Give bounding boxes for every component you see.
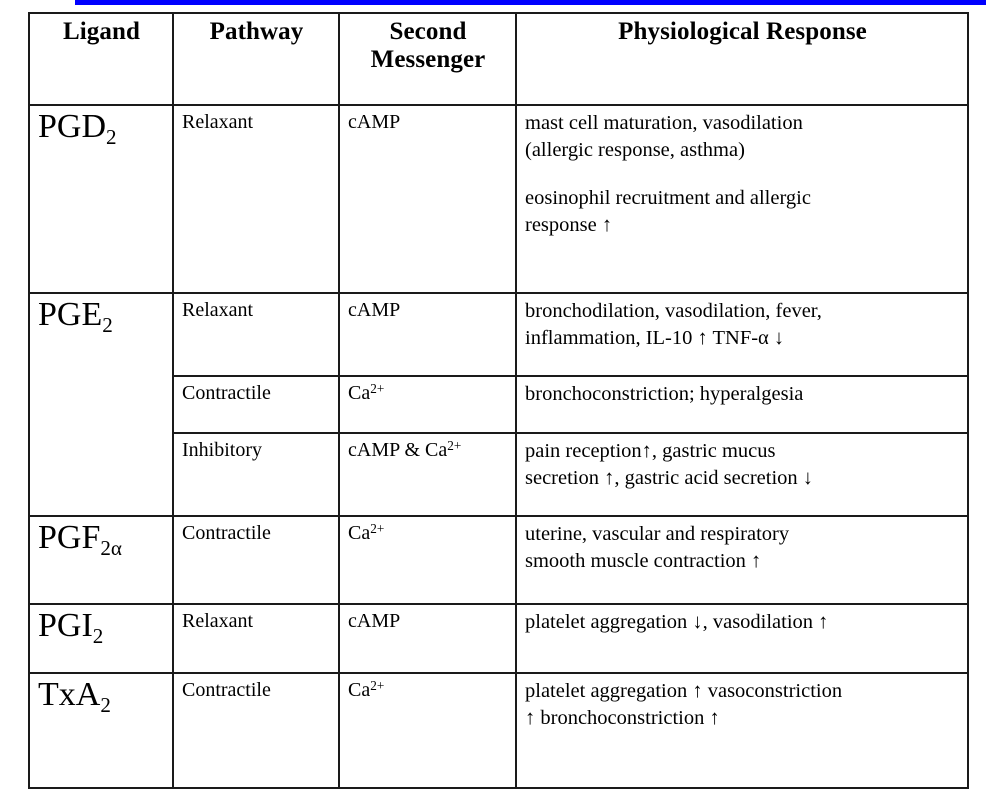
response-line: ↑ bronchoconstriction ↑	[525, 706, 720, 729]
messenger-superscript: 2+	[370, 678, 385, 693]
response-line: bronchodilation, vasodilation, fever,	[525, 300, 822, 322]
table-row: PGE2 Relaxant cAMP bronchodilation, vaso…	[28, 292, 969, 517]
response-cell: platelet aggregation ↑ vasoconstriction …	[515, 672, 969, 789]
messenger-name: cAMP	[348, 610, 401, 633]
response-cell: bronchoconstriction; hyperalgesia	[515, 375, 969, 434]
ligand-subscript: 2	[106, 124, 117, 149]
pathway-cell: Relaxant	[172, 603, 340, 674]
ligand-subscript: 2α	[100, 535, 122, 560]
ligand-name: PGF	[38, 519, 101, 556]
response-line: secretion ↑, gastric acid secretion ↓	[525, 466, 814, 489]
ligand-cell-txa2: TxA2	[28, 672, 174, 789]
response-line: uterine, vascular and respiratory	[525, 523, 790, 545]
response-line: pain reception↑, gastric mucus	[525, 440, 776, 462]
response-line: platelet aggregation ↑ vasoconstriction	[525, 680, 843, 702]
second-messenger-cell: cAMP	[338, 603, 517, 674]
messenger-name: cAMP	[348, 299, 401, 322]
table-row: Contractile Ca2+ bronchoconstriction; hy…	[29, 375, 969, 434]
prostaglandin-table-container: Ligand Pathway Second Messenger Physiolo…	[28, 12, 969, 789]
messenger-name: cAMP	[348, 111, 401, 134]
messenger-superscript: 2+	[447, 438, 462, 453]
column-header-second-messenger: Second Messenger	[338, 12, 517, 106]
table-row: TxA2 Contractile Ca2+ platelet aggregati…	[28, 672, 969, 789]
column-header-physiological-response: Physiological Response	[515, 12, 969, 106]
ligand-subscript: 2	[102, 312, 113, 337]
second-messenger-cell: Ca2+	[338, 375, 517, 434]
response-line: smooth muscle contraction ↑	[525, 549, 762, 572]
pathway-cell: Contractile	[172, 672, 340, 789]
ligand-name: PGI	[38, 607, 93, 644]
second-messenger-cell: Ca2+	[338, 672, 517, 789]
ligand-name: TxA	[38, 676, 101, 713]
ligand-name: PGE	[38, 296, 103, 333]
pathway-cell: Relaxant	[172, 104, 340, 294]
ligand-subscript: 2	[100, 692, 111, 717]
top-blue-rule	[75, 0, 986, 5]
response-blank-line	[525, 163, 960, 185]
slide-page: Ligand Pathway Second Messenger Physiolo…	[28, 0, 986, 789]
messenger-superscript: 2+	[370, 381, 385, 396]
ligand-cell-pgd2: PGD2	[28, 104, 174, 294]
response-cell: mast cell maturation, vasodilation (alle…	[515, 104, 969, 294]
ligand-cell-pgi2: PGI2	[28, 603, 174, 674]
ligand-cell-pge2: PGE2	[28, 292, 174, 517]
table-header: Ligand Pathway Second Messenger Physiolo…	[28, 12, 969, 106]
response-cell: pain reception↑, gastric mucus secretion…	[515, 432, 969, 517]
header-row: Ligand Pathway Second Messenger Physiolo…	[28, 12, 969, 106]
messenger-name: Ca	[348, 679, 371, 702]
response-line: mast cell maturation, vasodilation	[525, 112, 803, 134]
table-row: PGI2 Relaxant cAMP platelet aggregation …	[28, 603, 969, 674]
second-messenger-cell: cAMP & Ca2+	[338, 432, 517, 517]
prostaglandin-table: Ligand Pathway Second Messenger Physiolo…	[28, 12, 969, 789]
table-row: PGD2 Relaxant cAMP mast cell maturation,…	[28, 104, 969, 294]
response-line: bronchoconstriction; hyperalgesia	[525, 383, 804, 405]
pathway-cell: Relaxant	[172, 292, 340, 377]
table-row: Inhibitory cAMP & Ca2+ pain reception↑, …	[29, 432, 969, 517]
response-line: response ↑	[525, 213, 613, 236]
pathway-cell: Contractile	[172, 375, 340, 434]
column-header-ligand: Ligand	[28, 12, 174, 106]
table-row: PGF2α Contractile Ca2+ uterine, vascular…	[28, 515, 969, 605]
messenger-name: Ca	[348, 522, 371, 545]
response-line: (allergic response, asthma)	[525, 138, 745, 161]
ligand-cell-pgf2alpha: PGF2α	[28, 515, 174, 605]
response-cell: uterine, vascular and respiratory smooth…	[515, 515, 969, 605]
pathway-cell: Inhibitory	[172, 432, 340, 517]
response-line: eosinophil recruitment and allergic	[525, 187, 811, 210]
second-messenger-cell: Ca2+	[338, 515, 517, 605]
response-line: platelet aggregation ↓, vasodilation ↑	[525, 611, 829, 633]
messenger-name: cAMP & Ca	[348, 439, 448, 462]
table-body: PGD2 Relaxant cAMP mast cell maturation,…	[28, 104, 969, 789]
ligand-subscript: 2	[92, 623, 104, 648]
response-line: inflammation, IL-10 ↑ TNF-α ↓	[525, 326, 785, 349]
messenger-superscript: 2+	[370, 521, 385, 536]
second-messenger-cell: cAMP	[338, 104, 517, 294]
pathway-cell: Contractile	[172, 515, 340, 605]
column-header-second-messenger-line2: Messenger	[370, 46, 486, 73]
response-cell: platelet aggregation ↓, vasodilation ↑	[515, 603, 969, 674]
column-header-second-messenger-line1: Second	[389, 18, 467, 45]
column-header-pathway: Pathway	[172, 12, 340, 106]
response-cell: bronchodilation, vasodilation, fever, in…	[515, 292, 969, 377]
messenger-name: Ca	[348, 382, 371, 405]
ligand-name: PGD	[38, 108, 107, 145]
second-messenger-cell: cAMP	[338, 292, 517, 377]
